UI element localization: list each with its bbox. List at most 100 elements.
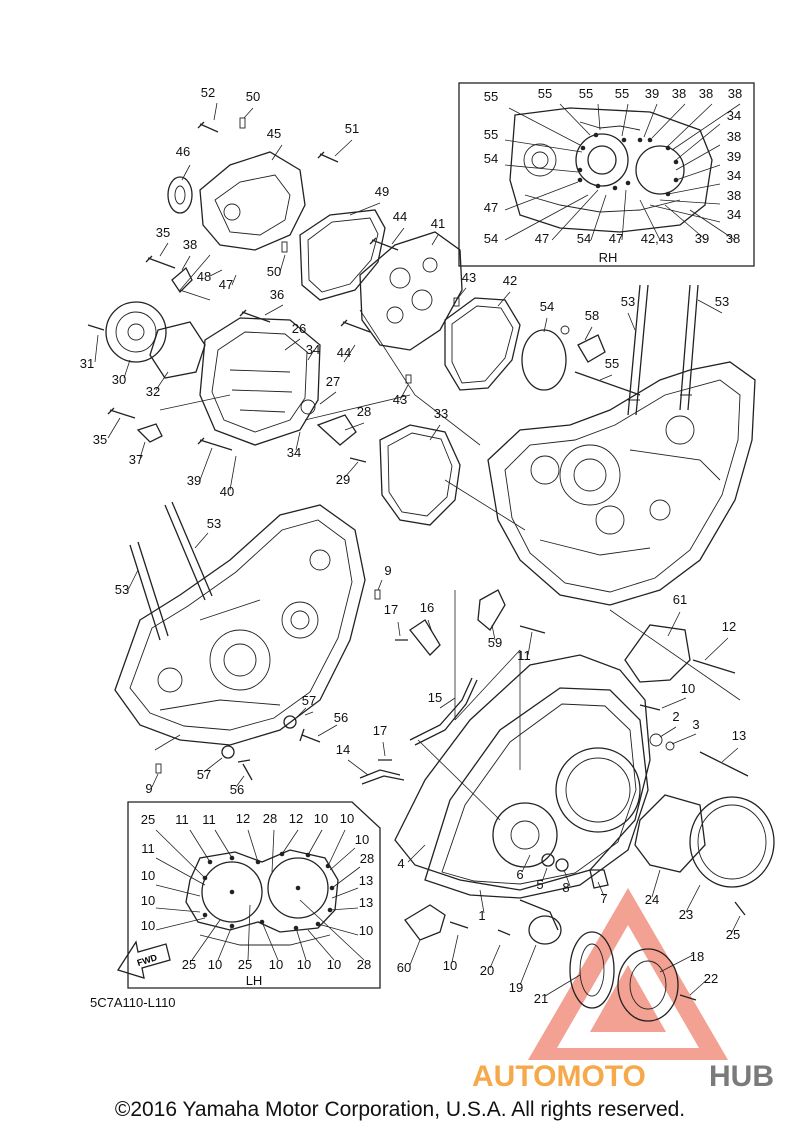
left-crankcase (114, 501, 383, 788)
part-callout: 52 (201, 85, 215, 100)
part-callout: 26 (292, 321, 306, 336)
lh-inset-drawing (116, 829, 365, 979)
rh-inset-callout: 42,43 (641, 231, 674, 246)
part-callout: 49 (375, 184, 389, 199)
part-callout: 50 (267, 264, 281, 279)
copyright-text: ©2016 Yamaha Motor Corporation, U.S.A. A… (114, 1098, 686, 1121)
part-callout: 53 (207, 516, 221, 531)
rh-inset-drawing (504, 103, 741, 241)
lh-inset-callout: 25 (238, 957, 252, 972)
lh-inset-callout: 25 (141, 812, 155, 827)
rh-inset-callout: 55 (579, 86, 593, 101)
part-callout: 56 (334, 710, 348, 725)
part-callout: 12 (722, 619, 736, 634)
part-callout: 18 (690, 949, 704, 964)
lh-inset-callout: 11 (175, 812, 189, 827)
part-callout: 17 (384, 602, 398, 617)
part-callout: 28 (357, 404, 371, 419)
part-callout: 32 (146, 384, 160, 399)
part-callout: 20 (480, 963, 494, 978)
lh-inset-callout: 10 (208, 957, 222, 972)
fwd-arrow-icon (116, 940, 171, 979)
rh-inset-callout: 39 (727, 149, 741, 164)
crankcase-cover-assembly (304, 589, 775, 1022)
part-callout: 35 (93, 432, 107, 447)
rh-inset-callout: 54 (484, 151, 498, 166)
part-callout: 21 (534, 991, 548, 1006)
part-callout: 46 (176, 144, 190, 159)
lh-inset-callout: 28 (263, 811, 277, 826)
rh-inset-callout: 55 (538, 86, 552, 101)
lh-inset-callout: 10 (297, 957, 311, 972)
part-callout: 3 (692, 717, 699, 732)
lh-inset-callout: 10 (355, 832, 369, 847)
part-callout: 58 (585, 308, 599, 323)
part-callout: 44 (337, 345, 351, 360)
part-callout: 37 (129, 452, 143, 467)
lh-inset-callout: 10 (359, 923, 373, 938)
part-callout: 59 (488, 635, 502, 650)
lh-inset-callout: 28 (357, 957, 371, 972)
rh-inset-callout: 38 (672, 86, 686, 101)
watermark-brand-text-a: AUTOMOTO (472, 1060, 646, 1090)
part-callout: 5 (536, 877, 543, 892)
lh-inset-callout: 13 (359, 895, 373, 910)
rh-inset-frame (458, 82, 755, 267)
lh-inset-callout: 12 (236, 811, 250, 826)
part-callout: 10 (443, 958, 457, 973)
part-callout: 47 (219, 277, 233, 292)
lh-inset-callout: 28 (360, 851, 374, 866)
part-callout: 43 (393, 392, 407, 407)
rh-inset-callout: 55 (484, 89, 498, 104)
lh-inset-callout: 10 (269, 957, 283, 972)
rh-label: RH (599, 250, 618, 265)
exploded-parts-diagram: 5250455146494441353848475043423631303226… (80, 82, 775, 1090)
rh-inset-callout: 38 (727, 188, 741, 203)
rh-inset-callout: 47 (484, 200, 498, 215)
lh-inset-callout: 10 (340, 811, 354, 826)
part-callout: 1 (478, 908, 485, 923)
part-callout: 53 (115, 582, 129, 597)
part-callout: 27 (326, 374, 340, 389)
rh-inset-callout: 38 (727, 129, 741, 144)
part-callout: 6 (516, 867, 523, 882)
lh-inset-callout: 10 (314, 811, 328, 826)
lh-label: LH (246, 973, 263, 988)
lh-inset-callout: 12 (289, 811, 303, 826)
rh-inset-callout: 38 (728, 86, 742, 101)
part-callout: 42 (503, 273, 517, 288)
part-callout: 19 (509, 980, 523, 995)
rh-inset-callout: 55 (615, 86, 629, 101)
rh-inset-callout: 34 (727, 108, 741, 123)
lh-inset-callout: 10 (141, 893, 155, 908)
part-callout: 57 (302, 693, 316, 708)
part-callout: 57 (197, 767, 211, 782)
rh-inset-callout: 39 (695, 231, 709, 246)
part-callout: 11 (517, 648, 531, 663)
watermark-triangle (528, 888, 728, 1060)
part-callout: 8 (562, 880, 569, 895)
rh-inset-callout: 39 (645, 86, 659, 101)
lh-inset-callout: 25 (182, 957, 196, 972)
rh-inset-callout: 38 (726, 231, 740, 246)
watermark-brand-text-b: HUB (709, 1060, 774, 1090)
part-callout: 50 (246, 89, 260, 104)
lh-inset-callout: 10 (141, 918, 155, 933)
part-callout: 2 (672, 709, 679, 724)
right-crankcase (487, 284, 756, 606)
part-callout: 34 (287, 445, 301, 460)
part-callout: 61 (673, 592, 687, 607)
part-callout: 31 (80, 356, 94, 371)
part-callout: 30 (112, 372, 126, 387)
part-callout: 43 (462, 270, 476, 285)
part-callout: 24 (645, 892, 659, 907)
left-upper-covers (87, 102, 526, 531)
part-callout: 25 (726, 927, 740, 942)
part-callout: 16 (420, 600, 434, 615)
part-callout: 54 (540, 299, 554, 314)
part-callout: 48 (197, 269, 211, 284)
part-callout: 7 (600, 891, 607, 906)
part-callout: 9 (384, 563, 391, 578)
part-callout: 29 (336, 472, 350, 487)
